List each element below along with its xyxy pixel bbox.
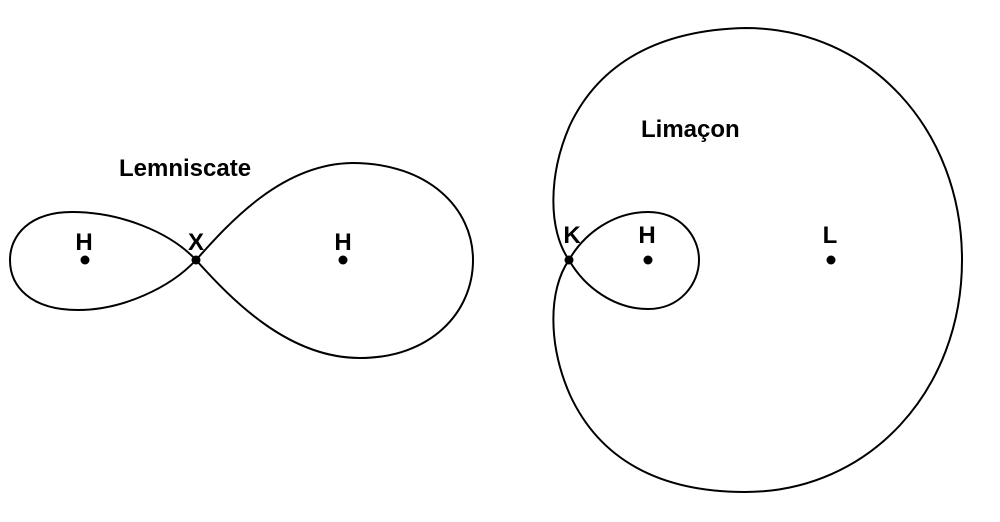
lemniscate-figure: Lemniscate H X H bbox=[9, 155, 474, 359]
lemniscate-title: Lemniscate bbox=[119, 155, 251, 182]
limacon-outer-focus-label: L bbox=[823, 222, 838, 249]
lemniscate-right-lobe bbox=[195, 162, 474, 359]
limacon-figure: Limaçon K H L bbox=[552, 27, 963, 493]
lemniscate-left-focus-label: H bbox=[75, 229, 92, 256]
limacon-outer-focus-point bbox=[826, 255, 836, 265]
limacon-inner-loop bbox=[568, 211, 700, 310]
lemniscate-left-focus-point bbox=[80, 255, 90, 265]
lemniscate-crossing-label: X bbox=[188, 229, 204, 256]
limacon-title: Limaçon bbox=[641, 116, 740, 143]
limacon-node-label: K bbox=[563, 222, 581, 249]
lemniscate-crossing-point bbox=[191, 255, 201, 265]
limacon-outer-loop bbox=[552, 27, 963, 493]
lemniscate-right-focus-label: H bbox=[334, 229, 351, 256]
limacon-inner-focus-point bbox=[643, 255, 653, 265]
limacon-node-point bbox=[564, 255, 574, 265]
lemniscate-right-focus-point bbox=[338, 255, 348, 265]
lemniscate-left-lobe bbox=[9, 211, 197, 311]
limacon-inner-focus-label: H bbox=[638, 222, 655, 249]
